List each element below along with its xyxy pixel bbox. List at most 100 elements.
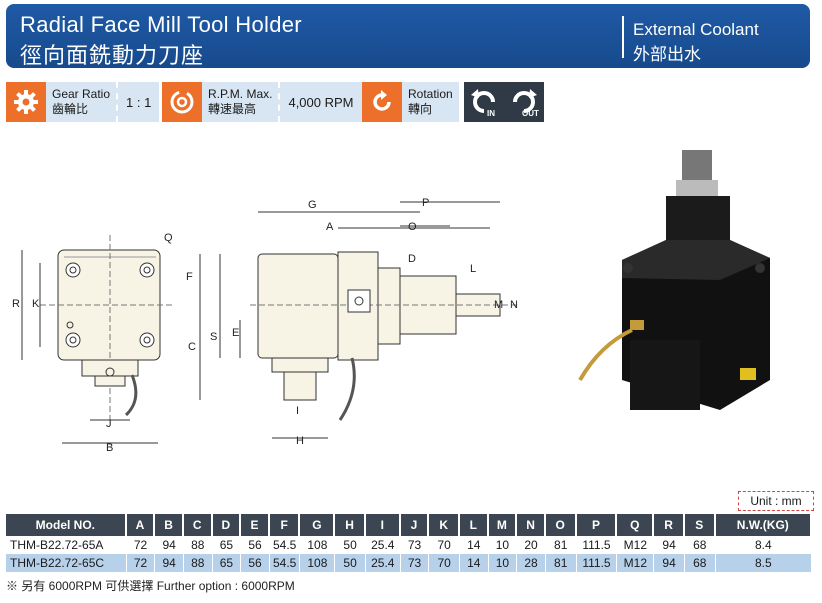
table-cell: 14 — [459, 554, 489, 572]
table-cell: 94 — [155, 554, 184, 572]
dim-label-m: M — [494, 299, 503, 311]
col-header: I — [365, 514, 401, 536]
dim-label-j: J — [106, 418, 112, 430]
model-cell: THM-B22.72-65A — [6, 536, 127, 554]
dim-label-l: L — [470, 263, 476, 275]
col-header: D — [212, 514, 242, 536]
table-cell: 111.5 — [576, 554, 618, 572]
gear-ratio-label-zh: 齒輪比 — [52, 102, 89, 116]
col-header: K — [429, 514, 460, 536]
rpm-value: 4,000 RPM — [280, 82, 362, 122]
table-cell: 73 — [400, 536, 430, 554]
table-cell: 68 — [684, 536, 716, 554]
rotation-icon — [362, 82, 402, 122]
rotation-out-icon: OUT — [504, 82, 544, 122]
col-header: O — [545, 514, 577, 536]
table-cell: M12 — [617, 536, 655, 554]
front-view-drawing: R K J B Q — [12, 232, 175, 454]
model-cell: THM-B22.72-65C — [6, 554, 127, 572]
dim-label-o: O — [408, 221, 417, 233]
table-cell: 88 — [183, 554, 213, 572]
table-cell: 94 — [654, 554, 685, 572]
dim-label-e: E — [232, 327, 239, 339]
table-cell: 8.4 — [715, 536, 812, 554]
table-cell: M12 — [617, 554, 655, 572]
table-cell: 88 — [183, 536, 213, 554]
side-dim-labels: G P A O D L M N F E S C I H — [186, 197, 518, 447]
header-banner: Radial Face Mill Tool Holder 徑向面銑動力刀座 Ex… — [6, 4, 810, 68]
dim-label-q: Q — [164, 232, 173, 244]
col-header: H — [335, 514, 366, 536]
table-cell: 10 — [488, 554, 518, 572]
rotation-label: Rotation 轉向 — [402, 82, 459, 122]
rpm-spec: R.P.M. Max. 轉速最高 4,000 RPM — [162, 82, 362, 122]
table-cell: 94 — [654, 536, 685, 554]
dim-label-d: D — [408, 253, 416, 265]
table-cell: 73 — [400, 554, 430, 572]
col-header: C — [183, 514, 213, 536]
col-header: N.W.(KG) — [715, 514, 812, 536]
dim-label-a: A — [326, 221, 334, 233]
coolant-en: External Coolant — [633, 20, 759, 39]
gear-icon — [6, 82, 46, 122]
table-cell: 70 — [429, 536, 460, 554]
table-cell: 65 — [212, 554, 242, 572]
dim-label-r: R — [12, 298, 20, 310]
product-photo — [578, 150, 770, 410]
rotation-spec: Rotation 轉向 — [362, 82, 459, 122]
table-cell: 25.4 — [365, 554, 401, 572]
dim-label-s: S — [210, 331, 217, 343]
dim-label-b: B — [106, 442, 113, 454]
title-zh: 徑向面銑動力刀座 — [20, 43, 205, 68]
table-cell: 108 — [300, 554, 336, 572]
col-header: B — [155, 514, 184, 536]
table-cell: 54.5 — [269, 536, 301, 554]
col-header: E — [241, 514, 270, 536]
table-cell: 68 — [684, 554, 716, 572]
col-header: J — [400, 514, 430, 536]
col-header: Q — [617, 514, 655, 536]
rotation-out-label: OUT — [522, 109, 539, 118]
dim-label-h: H — [296, 435, 304, 447]
col-header: P — [576, 514, 618, 536]
col-header: M — [488, 514, 518, 536]
col-header: L — [459, 514, 489, 536]
dim-label-i: I — [296, 405, 299, 417]
table-cell: 28 — [517, 554, 546, 572]
table-cell: 50 — [335, 536, 366, 554]
table-cell: 56 — [241, 554, 270, 572]
rpm-label-zh: 轉速最高 — [208, 102, 257, 116]
table-cell: 8.5 — [715, 554, 812, 572]
table-cell: 72 — [126, 536, 156, 554]
table-cell: 54.5 — [269, 554, 301, 572]
table-cell: 94 — [155, 536, 184, 554]
col-header: N — [517, 514, 546, 536]
table-cell: 14 — [459, 536, 489, 554]
rpm-label: R.P.M. Max. 轉速最高 — [202, 82, 281, 122]
dim-label-p: P — [422, 197, 429, 209]
rotation-label-zh: 轉向 — [408, 102, 433, 116]
footnote: ※ 另有 6000RPM 可供選擇 Further option : 6000R… — [6, 579, 295, 593]
dim-label-f: F — [186, 271, 193, 283]
table-cell: 50 — [335, 554, 366, 572]
title-en: Radial Face Mill Tool Holder — [20, 12, 302, 37]
gear-ratio-label: Gear Ratio 齒輪比 — [46, 82, 119, 122]
banner-divider — [622, 16, 624, 58]
table-cell: 25.4 — [365, 536, 401, 554]
col-header: S — [684, 514, 716, 536]
table-cell: 81 — [545, 536, 577, 554]
dim-label-n: N — [510, 299, 518, 311]
rotation-in-label: IN — [487, 109, 495, 118]
speed-icon — [162, 82, 202, 122]
gear-ratio-label-en: Gear Ratio — [52, 87, 111, 101]
col-header: A — [126, 514, 156, 536]
gear-ratio-value: 1 : 1 — [118, 82, 160, 122]
coolant-zh: 外部出水 — [633, 45, 701, 64]
gear-ratio-spec: Gear Ratio 齒輪比 1 : 1 — [6, 82, 160, 122]
unit-label: Unit : mm — [738, 491, 814, 511]
table-cell: 65 — [212, 536, 242, 554]
table-cell: 81 — [545, 554, 577, 572]
side-view-drawing: G P A O D L M N F E S C I H — [186, 197, 520, 447]
